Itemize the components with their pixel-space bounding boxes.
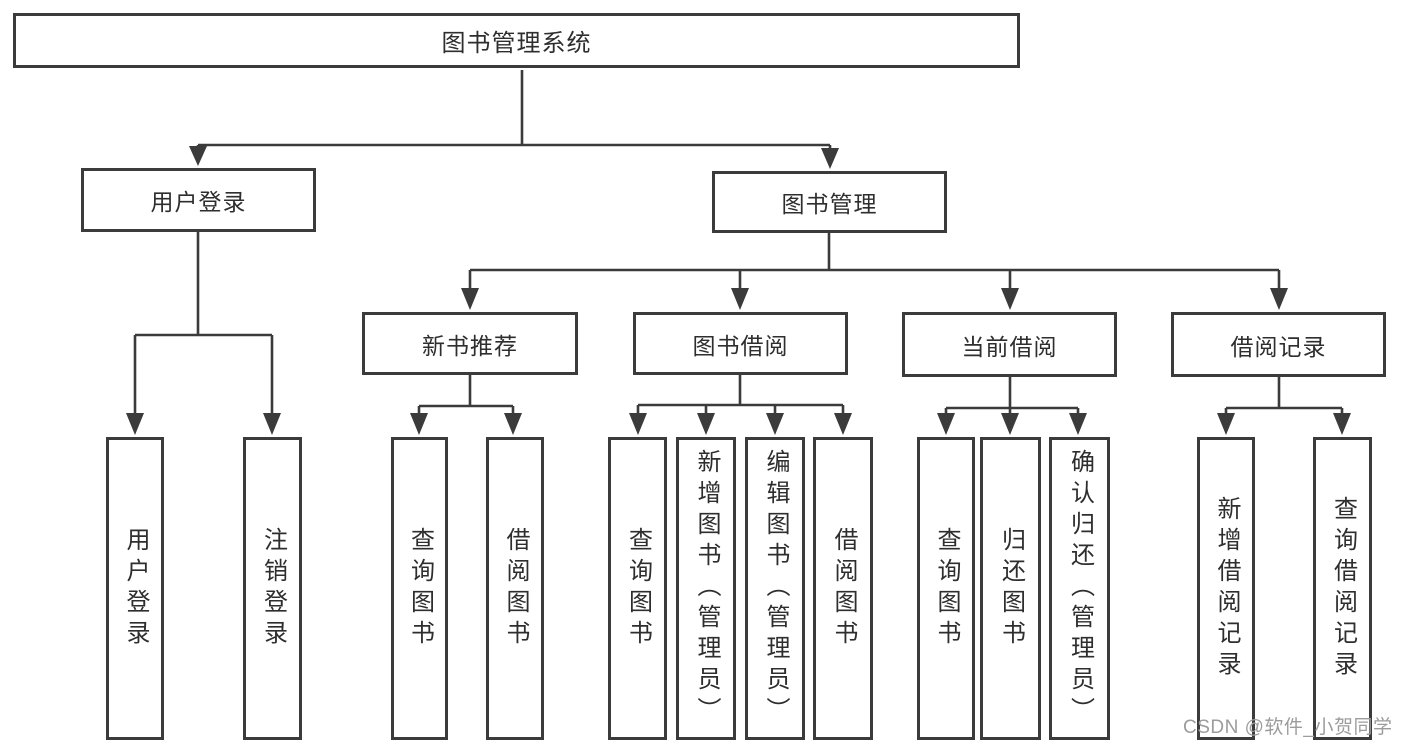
node-label: 用户登录 — [122, 526, 149, 651]
node-label: 借阅记录 — [1230, 333, 1327, 360]
leaf-return-books: 归还图书 — [980, 437, 1041, 740]
node-label: 查询图书 — [933, 526, 960, 651]
node-new-book-recommend: 新书推荐 — [362, 312, 578, 375]
node-label: 借阅图书 — [830, 526, 857, 651]
node-label: 编辑图书（管理员） — [762, 449, 789, 728]
leaf-edit-books-admin: 编辑图书（管理员） — [745, 437, 805, 740]
leaf-query-books-2: 查询图书 — [608, 437, 667, 740]
node-current-borrowing: 当前借阅 — [902, 312, 1117, 377]
leaf-query-books-3: 查询图书 — [917, 437, 975, 740]
node-label: 注销登录 — [259, 526, 287, 651]
node-label: 新增借阅记录 — [1213, 495, 1240, 682]
node-label: 图书管理系统 — [441, 30, 592, 57]
node-label: 当前借阅 — [961, 333, 1058, 360]
leaf-add-borrow-record: 新增借阅记录 — [1197, 437, 1255, 740]
node-root-library-system: 图书管理系统 — [13, 13, 1020, 68]
node-label: 查询借阅记录 — [1329, 495, 1357, 682]
leaf-query-books-1: 查询图书 — [391, 437, 448, 740]
node-user-login: 用户登录 — [81, 168, 316, 232]
node-label: 归还图书 — [997, 526, 1025, 651]
leaf-borrow-books-2: 借阅图书 — [813, 437, 873, 740]
leaf-logout: 注销登录 — [243, 437, 302, 740]
node-label: 新增图书（管理员） — [693, 449, 720, 728]
node-label: 图书管理 — [781, 191, 878, 217]
leaf-user-login: 用户登录 — [106, 437, 164, 740]
node-label: 新书推荐 — [422, 332, 518, 359]
node-label: 查询图书 — [624, 526, 652, 651]
leaf-confirm-return-admin: 确认归还（管理员） — [1049, 437, 1110, 740]
node-label: 查询图书 — [406, 526, 434, 651]
leaf-borrow-books-1: 借阅图书 — [486, 437, 544, 740]
node-book-management: 图书管理 — [712, 171, 947, 233]
node-book-borrowing: 图书借阅 — [633, 312, 848, 375]
leaf-query-borrow-record: 查询借阅记录 — [1313, 437, 1372, 740]
node-label: 借阅图书 — [502, 526, 529, 651]
node-borrowing-records: 借阅记录 — [1171, 312, 1386, 377]
node-label: 确认归还（管理员） — [1066, 449, 1094, 728]
arrowheads — [126, 146, 1351, 435]
node-label: 用户登录 — [150, 189, 247, 215]
leaf-add-books-admin: 新增图书（管理员） — [676, 437, 736, 740]
csdn-watermark: CSDN @软件_小贺同学 — [1183, 717, 1393, 738]
node-label: 图书借阅 — [692, 332, 789, 359]
